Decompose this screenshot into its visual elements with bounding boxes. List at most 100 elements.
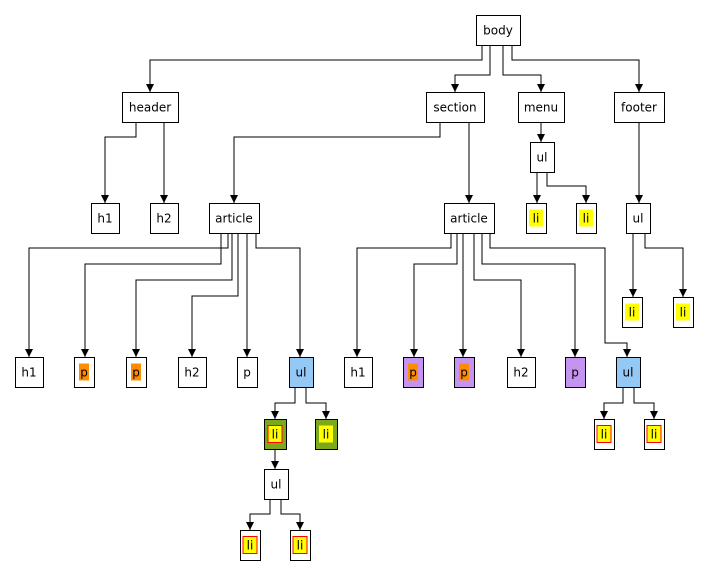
- node-label: p: [243, 366, 251, 380]
- node-label: ul: [633, 212, 644, 226]
- node-box: [426, 92, 485, 123]
- edge-article-1-to-a1-h1: [25, 233, 229, 357]
- node-footer: footer: [614, 92, 665, 123]
- node-label: footer: [621, 101, 657, 115]
- node-label: li: [297, 539, 304, 553]
- node-header-h1: h1: [91, 203, 120, 234]
- node-a1-li-2: li: [315, 419, 338, 450]
- node-a2-li-2: li: [644, 419, 665, 450]
- node-label: h2: [513, 366, 528, 380]
- node-article-1: article: [209, 203, 260, 234]
- node-label: h1: [21, 366, 36, 380]
- node-highlight: [596, 425, 612, 443]
- edge-a1-ul-to-a1-li-2: [305, 387, 330, 419]
- edge-a1-sub-ul-to-a1-sub-li-2: [280, 499, 304, 530]
- node-label: p: [571, 366, 579, 380]
- node-a2-p1: p: [403, 357, 424, 388]
- node-box: [476, 15, 521, 46]
- node-header-h2: h2: [150, 203, 179, 234]
- node-a2-h1: h1: [344, 357, 373, 388]
- node-box: [150, 203, 179, 234]
- node-box: [178, 357, 207, 388]
- node-highlight: [625, 303, 639, 321]
- node-a1-sub-ul: ul: [264, 469, 289, 500]
- node-box: [289, 357, 314, 388]
- node-a1-p1: p: [74, 357, 95, 388]
- node-box: [507, 357, 536, 388]
- node-box: [616, 357, 641, 388]
- node-label: section: [433, 101, 476, 115]
- edge-a1-sub-ul-to-a1-sub-li-1: [246, 499, 271, 530]
- edge-header-to-header-h1: [101, 122, 137, 203]
- node-menu-li-1: li: [526, 203, 547, 234]
- node-highlight: [529, 209, 543, 227]
- node-label: ul: [537, 151, 548, 165]
- edge-footer-ul-to-footer-li-2: [644, 233, 687, 297]
- node-highlight: [579, 209, 593, 227]
- node-a1-h2: h2: [178, 357, 207, 388]
- edge-body-to-section: [451, 45, 491, 92]
- node-footer-ul: ul: [626, 203, 651, 234]
- node-menu-li-2: li: [576, 203, 597, 234]
- node-box: [209, 203, 260, 234]
- node-label: body: [483, 24, 513, 38]
- node-label: h1: [97, 212, 112, 226]
- node-box: [530, 142, 555, 173]
- edge-article-1-to-a1-ul: [255, 233, 304, 357]
- node-label: li: [680, 306, 687, 320]
- node-label: li: [629, 306, 636, 320]
- node-label: p: [132, 366, 140, 380]
- edge-body-to-menu: [502, 45, 545, 92]
- node-label: article: [215, 212, 253, 226]
- node-box: [626, 203, 651, 234]
- node-a1-p3: p: [237, 357, 258, 388]
- node-body: body: [476, 15, 521, 46]
- node-a2-li-1: li: [594, 419, 615, 450]
- node-article-2: article: [444, 203, 495, 234]
- edge-article-2-to-a2-p1: [410, 233, 458, 357]
- node-highlight: [459, 363, 469, 381]
- node-highlight: [242, 536, 258, 554]
- edge-article-1-to-a1-p1: [81, 233, 222, 357]
- node-highlight: [676, 303, 690, 321]
- node-header: header: [122, 92, 179, 123]
- edge-a1-ul-to-a1-li-1: [271, 387, 296, 419]
- node-menu-ul: ul: [530, 142, 555, 173]
- edge-menu-ul-to-menu-li-2: [546, 172, 590, 203]
- edges-layer: [25, 45, 687, 530]
- node-label: li: [651, 428, 658, 442]
- node-label: header: [129, 101, 171, 115]
- node-box: [565, 357, 586, 388]
- node-label: h2: [184, 366, 199, 380]
- node-box: [614, 92, 665, 123]
- edge-a2-ul-to-a2-li-2: [633, 387, 658, 419]
- node-a2-p2: p: [454, 357, 475, 388]
- node-box: [91, 203, 120, 234]
- node-label: article: [450, 212, 488, 226]
- node-box: [15, 357, 44, 388]
- edge-body-to-footer: [511, 45, 643, 92]
- node-box: [264, 469, 289, 500]
- edge-article-2-to-a2-h2: [473, 233, 525, 357]
- node-label: ul: [296, 366, 307, 380]
- node-label: li: [272, 428, 279, 442]
- node-highlight: [408, 363, 418, 381]
- edge-article-1-to-a1-h2: [188, 233, 239, 357]
- node-label: p: [460, 366, 468, 380]
- node-a2-ul: ul: [616, 357, 641, 388]
- node-highlight: [646, 425, 662, 443]
- node-highlight: [79, 363, 89, 381]
- node-label: p: [80, 366, 88, 380]
- node-a1-sub-li-2: li: [290, 530, 311, 561]
- node-highlight: [319, 425, 333, 443]
- node-a1-li-1: li: [264, 419, 287, 450]
- node-a2-h2: h2: [507, 357, 536, 388]
- node-a2-p3: p: [565, 357, 586, 388]
- node-label: li: [533, 212, 540, 226]
- edge-a2-ul-to-a2-li-1: [600, 387, 624, 419]
- node-box: [444, 203, 495, 234]
- node-label: h1: [350, 366, 365, 380]
- node-highlight: [131, 363, 141, 381]
- node-label: li: [601, 428, 608, 442]
